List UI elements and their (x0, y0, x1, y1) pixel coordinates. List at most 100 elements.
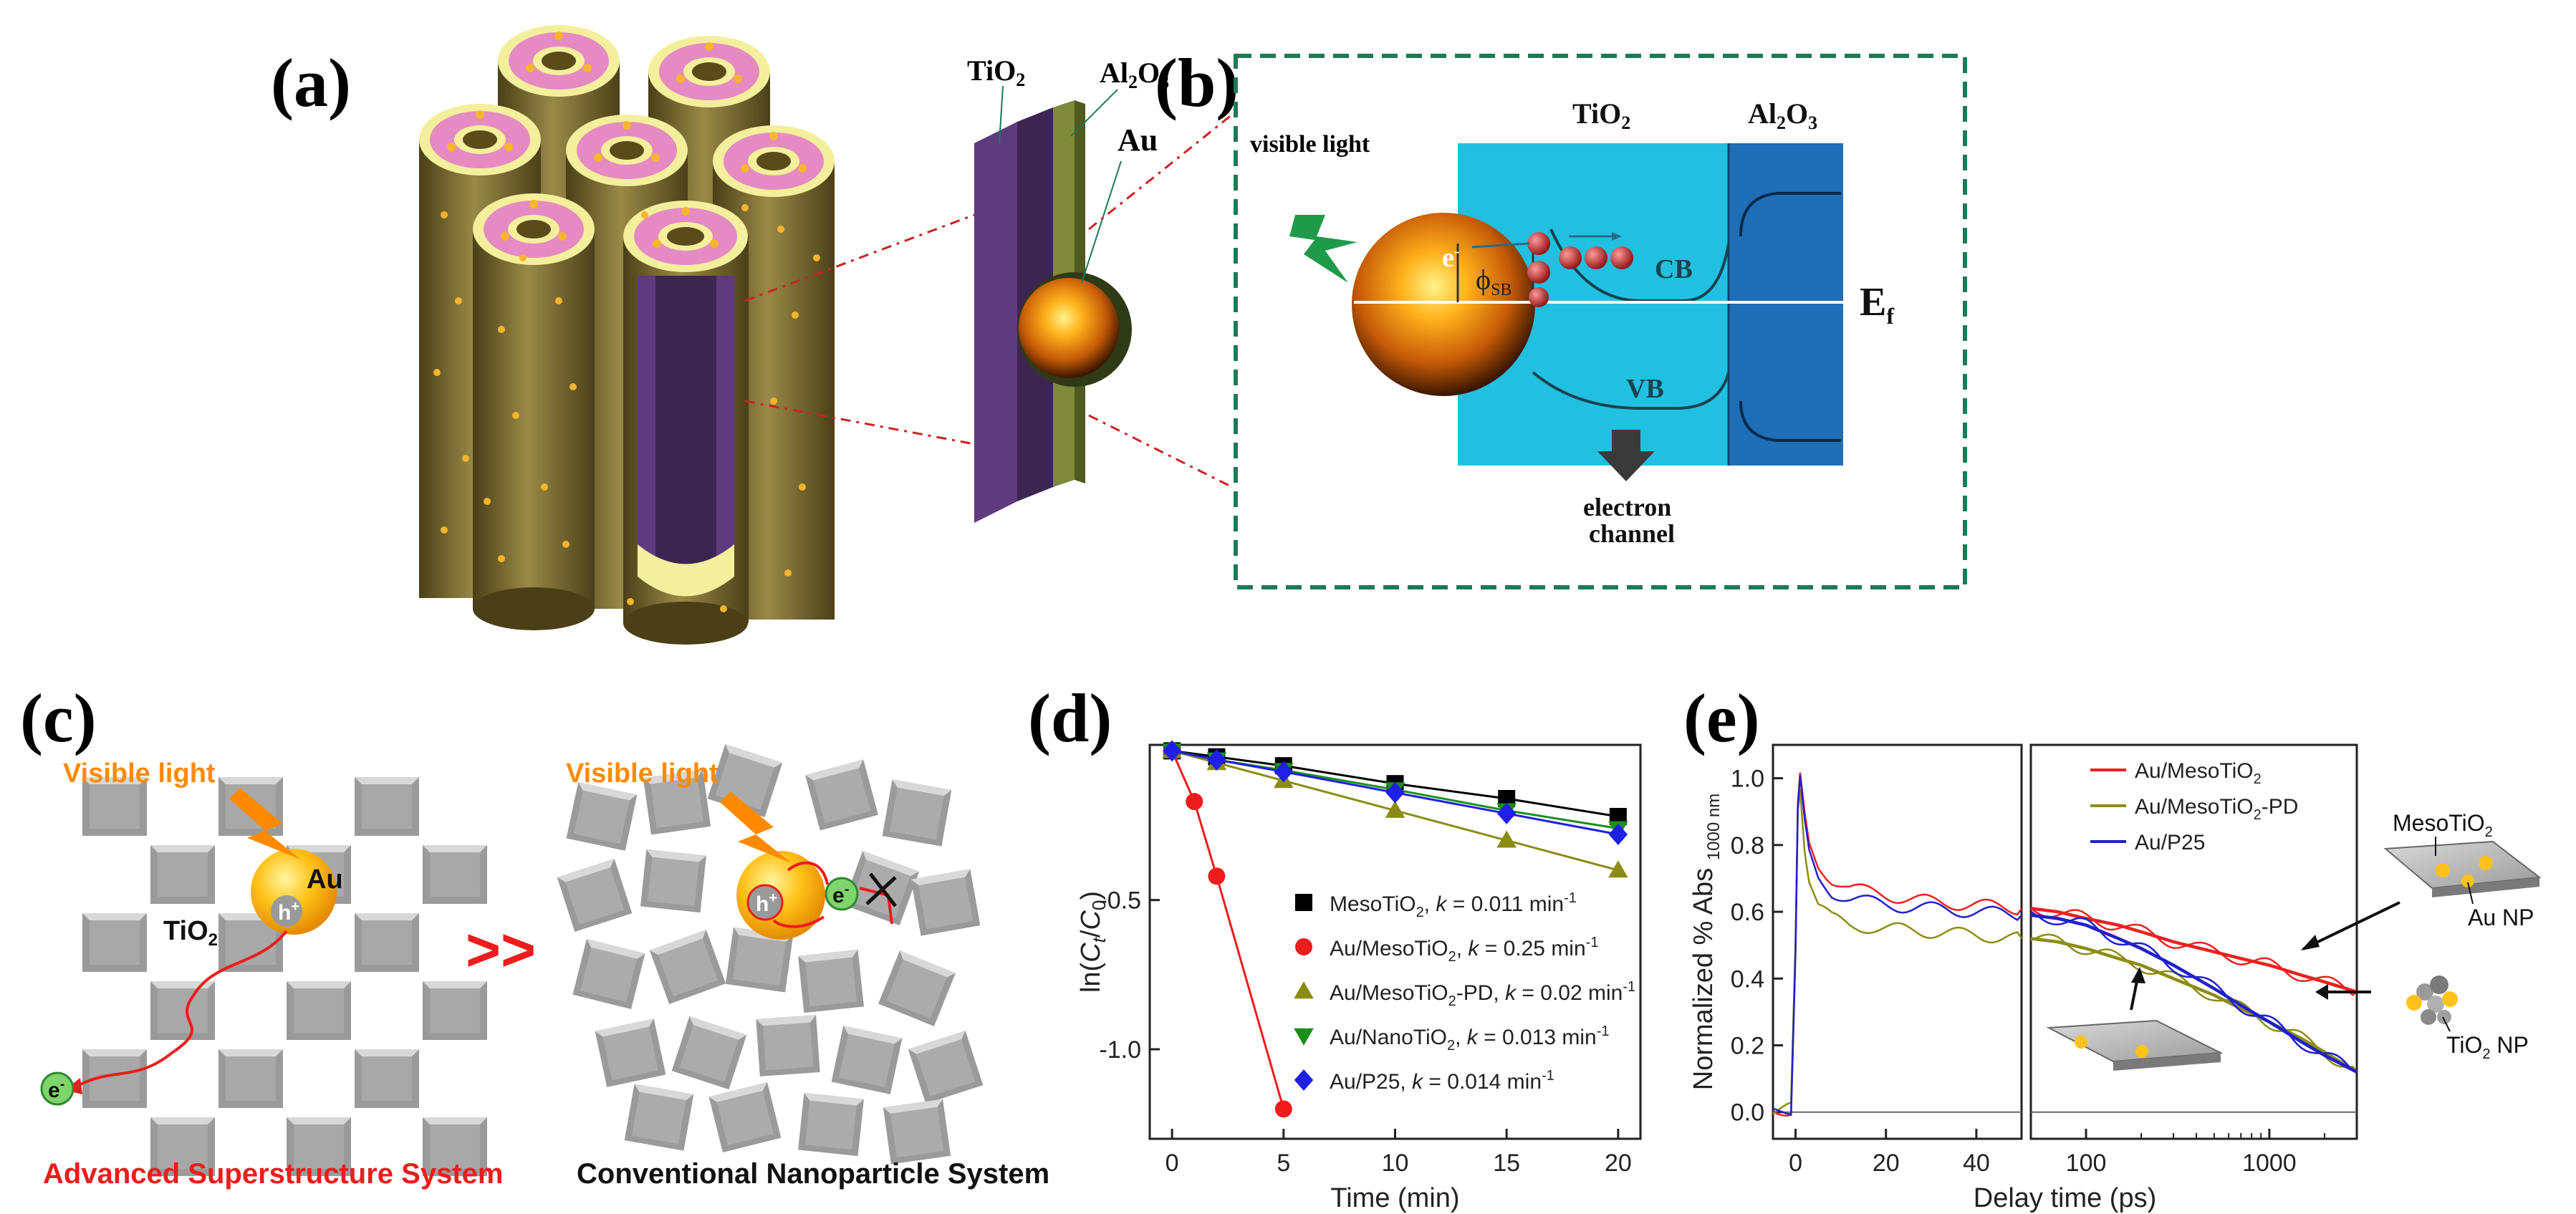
series-fit-right (2030, 907, 2358, 994)
data-point (1162, 740, 1182, 762)
series-fit-right (2030, 913, 2358, 1074)
random-nanoparticles (557, 743, 984, 1165)
cb-electrons (1527, 232, 1633, 307)
inset-arrows (2130, 901, 2400, 1011)
rim-dots (447, 32, 807, 248)
cube-face (82, 777, 147, 784)
x-axis-label: Delay time (ps) (1974, 1183, 2157, 1213)
band-al2o3-label: Al2O3 (1748, 97, 1817, 133)
cube-face (218, 777, 283, 784)
phi-sb-label: ϕSB (1476, 264, 1512, 299)
zoom-lines-b (1088, 113, 1233, 488)
cube-face (423, 981, 487, 988)
nanotube-array (419, 25, 835, 645)
panel-d-label: (d) (1028, 680, 1112, 756)
layer-tio2-label: TiO (967, 54, 1016, 87)
nanoparticle-cube (878, 950, 956, 1026)
data-point (1208, 867, 1226, 885)
cube-face (294, 1124, 344, 1169)
nanoparticle-cube (643, 769, 711, 835)
nanoparticle-cube (640, 849, 706, 913)
electron-right (825, 877, 859, 911)
cube-face (218, 1049, 283, 1056)
au-sphere (1352, 213, 1535, 396)
cube-face (158, 1124, 208, 1169)
x-tick-label: 5 (1277, 1150, 1290, 1177)
inset-p25: TiO2 NP (2406, 975, 2529, 1062)
layer-al2o3-label: Al2O3 (1100, 57, 1169, 92)
cube-face (82, 913, 147, 920)
x-tick-label: 15 (1493, 1150, 1520, 1177)
cube-face (287, 1117, 351, 1124)
electron-channel-line1: electron (1583, 493, 1671, 521)
zoom-box (1234, 54, 1967, 589)
series (1772, 775, 2358, 1116)
y-tick-label: -1.0 (1099, 1036, 1141, 1064)
y-axis-label: Normalized % Abs 1000 nm (1688, 794, 1724, 1090)
y-tick-label: 0.2 (1731, 1032, 1764, 1059)
comparison-symbol: >> (466, 916, 536, 983)
nanotube (473, 193, 595, 630)
x-tick-label: 1000 (2242, 1150, 2297, 1177)
nanoparticle-cube (566, 782, 638, 851)
nanoparticle-cube (883, 1099, 951, 1165)
au-nanoparticle-dots (433, 204, 820, 612)
cube-face (82, 1049, 147, 1056)
y-tick-label: 1.0 (1731, 766, 1764, 793)
band-tio2-label: TiO2 (1572, 97, 1630, 133)
data-point (1186, 793, 1203, 811)
electron-path (78, 930, 288, 1087)
caption-conventional: Conventional Nanoparticle System (577, 1158, 1049, 1190)
visible-light-left: Visible light (63, 758, 216, 789)
fermi-label: Ef (1860, 280, 1894, 329)
cb-label: CB (1655, 254, 1693, 284)
cube-face (423, 1117, 487, 1124)
nanoparticle-cube (725, 927, 794, 993)
vb-band (1532, 371, 1730, 410)
series-line (1171, 750, 1285, 1109)
nanoparticle-cube (595, 1018, 666, 1087)
al2o3-region (1729, 143, 1843, 466)
svg-text:TiO2: TiO2 (967, 54, 1025, 90)
nanoparticle-cube (671, 1016, 747, 1090)
x-tick-label: 100 (2066, 1150, 2107, 1177)
visible-light-label: visible light (1250, 131, 1370, 158)
panel-a-label: (a) (271, 44, 351, 121)
svg-text:e-: e- (48, 1076, 64, 1102)
nanoparticle-cube (798, 1092, 864, 1157)
legend-label: Au/MesoTiO2, k = 0.25 min-1 (1330, 935, 1598, 965)
superstructure-cubes (82, 777, 487, 1176)
inset-meso: MesoTiO2 Au NP (2383, 810, 2542, 930)
panel-e-label: (e) (1683, 680, 1760, 756)
vb-label: VB (1626, 374, 1664, 404)
cube-face (362, 920, 412, 965)
nanoparticle-cube (756, 1015, 820, 1076)
panel-b: (b) visible light TiO2 (1155, 44, 1967, 589)
data-point (1274, 1100, 1292, 1118)
nanoparticle-cube (882, 779, 952, 847)
cube-face (355, 913, 419, 920)
y-tick-label: 0.4 (1731, 965, 1764, 993)
x-tick-label: 20 (1873, 1150, 1900, 1177)
x-tick-label: 0 (1166, 1150, 1179, 1177)
data-point (1608, 860, 1628, 878)
legend-label: Au/NanoTiO2, k = 0.013 min-1 (1330, 1023, 1610, 1054)
nanoparticle-cube (908, 1030, 984, 1104)
au-label: Au (307, 864, 343, 895)
cube-face (226, 1056, 276, 1101)
nanoparticle-cube (572, 939, 645, 1009)
cube-face (362, 1056, 412, 1101)
cube-face (90, 784, 140, 829)
inset-pd (2046, 1019, 2224, 1071)
layer-schematic (974, 100, 1132, 523)
x-axis-label: Time (min) (1330, 1183, 1459, 1213)
data-point (1274, 761, 1294, 783)
lightning-icon (1289, 215, 1357, 283)
x-tick-label: 40 (1963, 1150, 1990, 1177)
nanoparticle-cube (624, 1084, 694, 1151)
cube-face (287, 981, 351, 988)
panel-c-label: (c) (20, 680, 97, 756)
data-point (1608, 824, 1628, 845)
